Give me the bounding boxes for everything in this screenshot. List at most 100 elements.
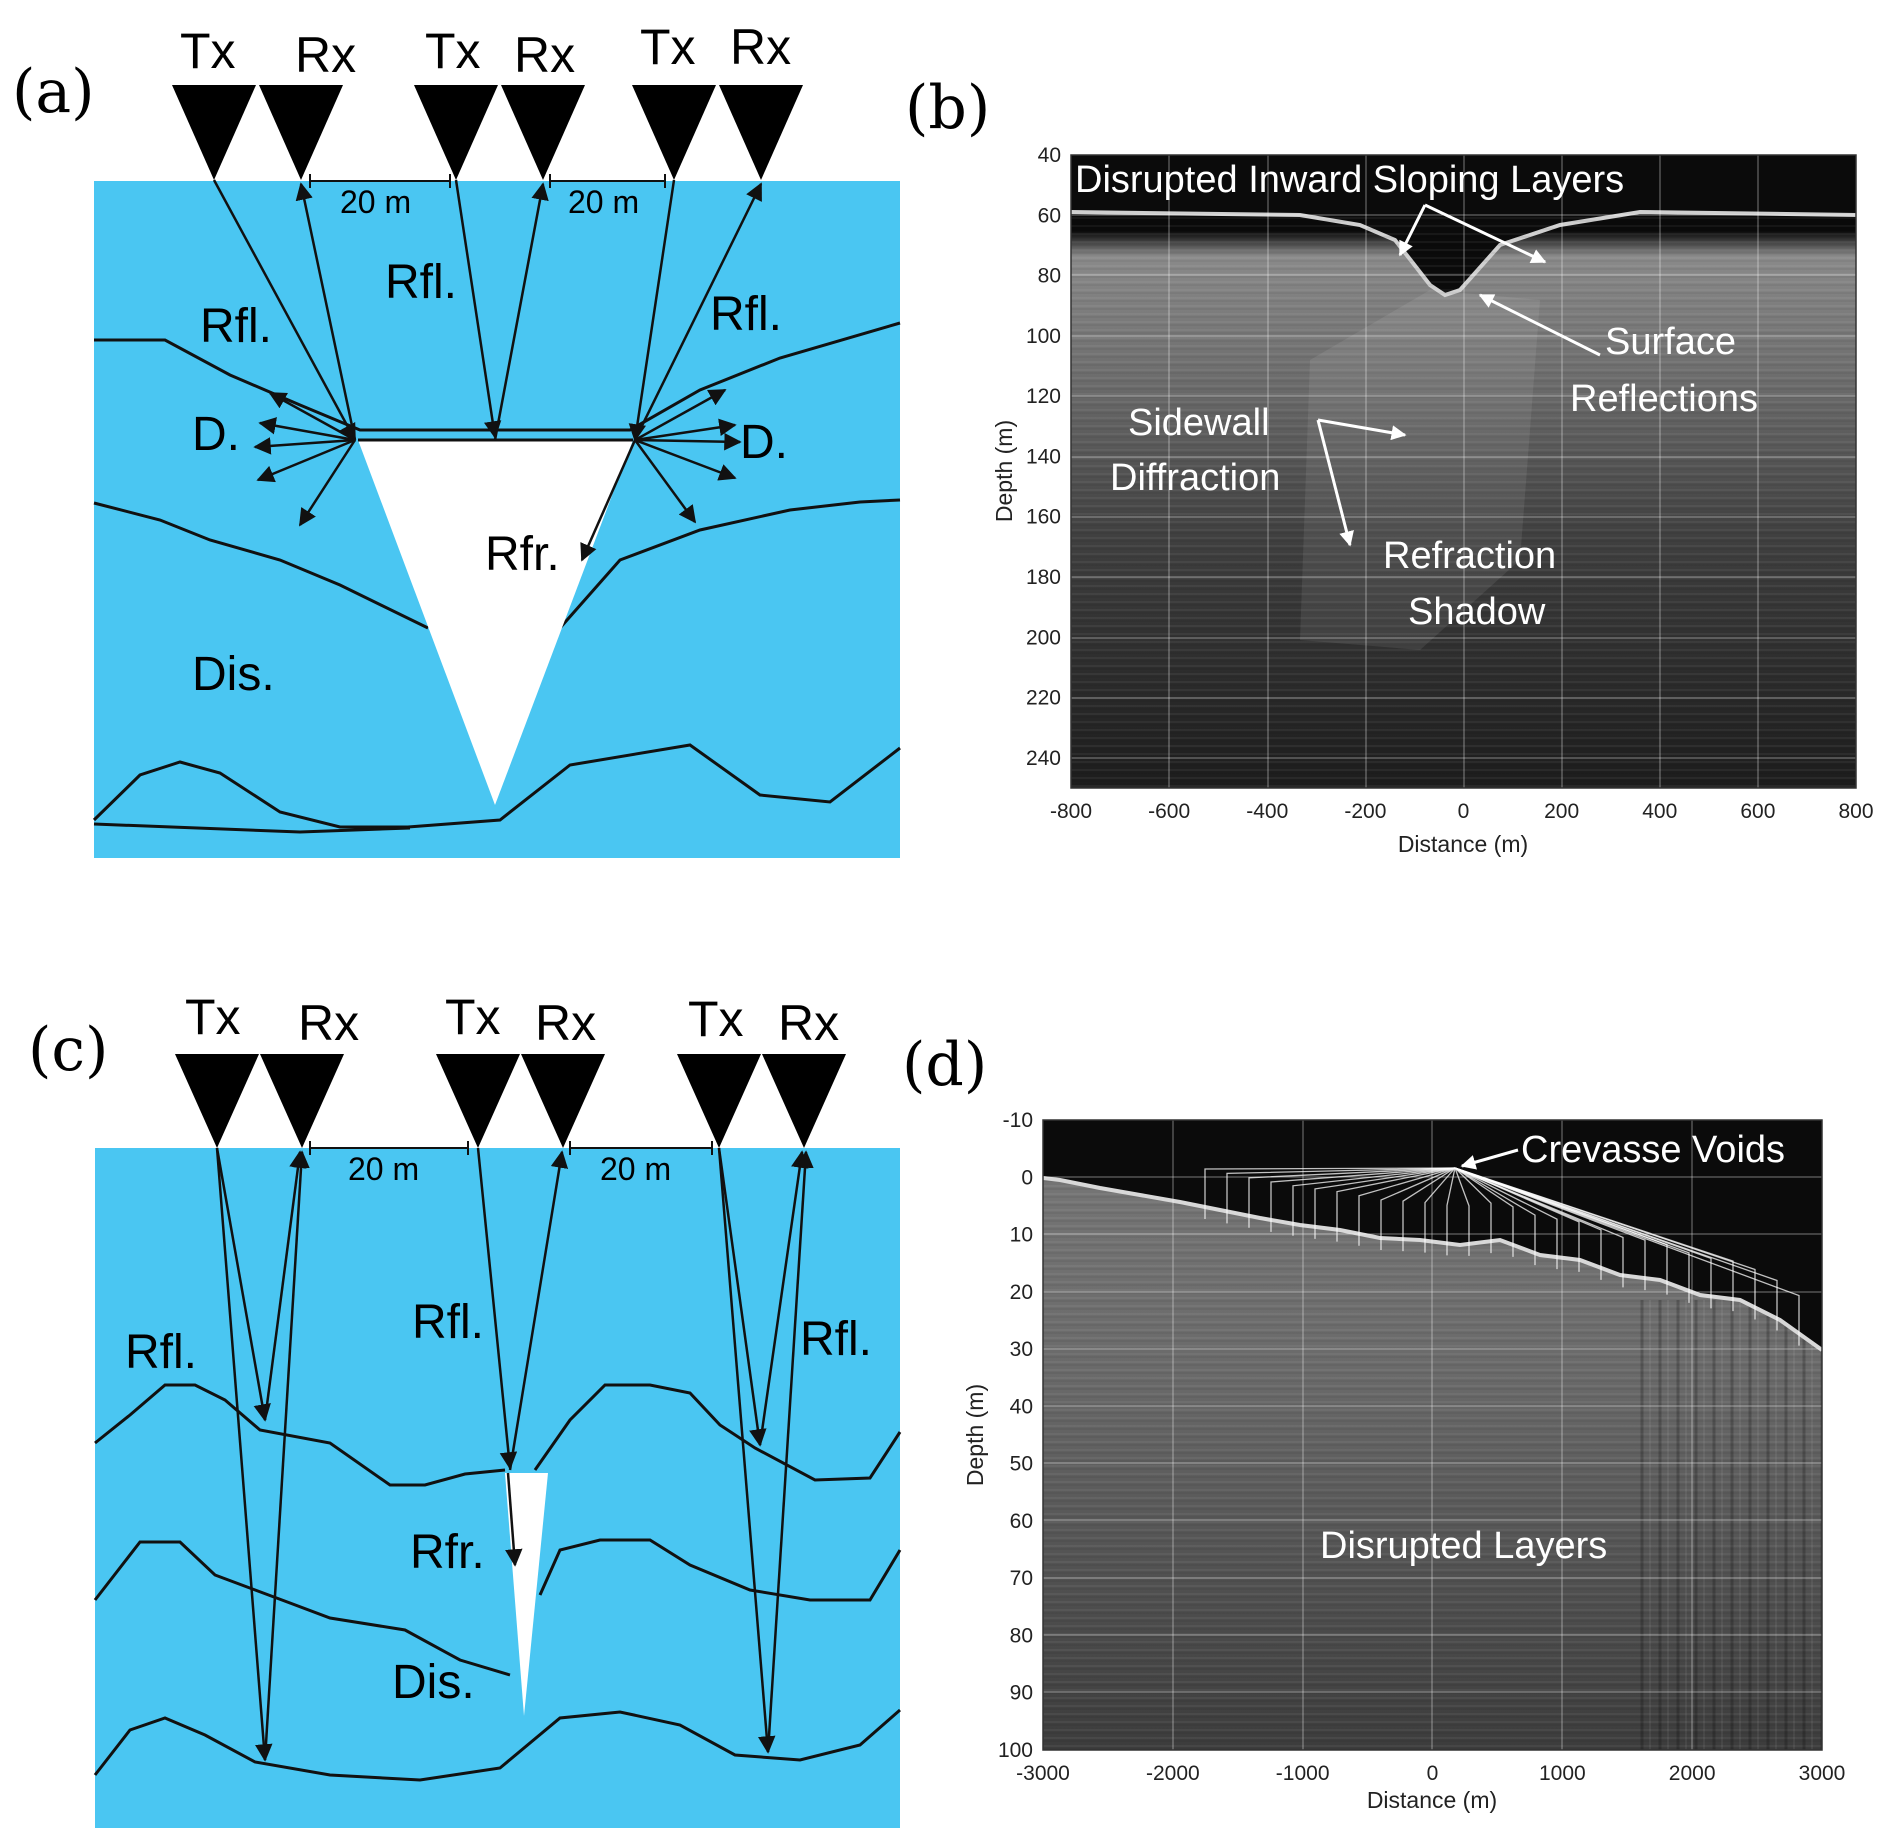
- ray-refracted: [580, 439, 637, 562]
- panel-c-label: (c): [28, 1015, 108, 1085]
- y-tick-label: 60: [1010, 1510, 1033, 1533]
- y-tick-label: 200: [1026, 626, 1061, 649]
- antenna-rx-2: [521, 1054, 605, 1148]
- ray-incident: [215, 1147, 271, 1422]
- annotation-surface: Surface: [1605, 321, 1736, 363]
- antenna-label: Rx: [514, 27, 575, 83]
- antenna-rx-1: [259, 85, 343, 180]
- panel-a: (a) Tx Rx Tx Rx Tx Rx 20 m 20 m: [12, 19, 901, 858]
- ray-reflected: [263, 1150, 310, 1761]
- ray-diffracted: [258, 417, 356, 442]
- void-marker-line: [1292, 1167, 1456, 1236]
- y-tick-label: 180: [1026, 566, 1061, 589]
- antenna-label: Tx: [180, 23, 236, 79]
- void-marker-line: [1204, 1167, 1456, 1219]
- ray-reflected: [766, 1150, 814, 1753]
- ray-incident: [717, 1147, 767, 1447]
- void-marker-line: [1454, 1167, 1756, 1320]
- antenna-label: Tx: [425, 23, 481, 79]
- ray-diffracted: [253, 437, 356, 455]
- ray-reflected: [263, 1150, 307, 1421]
- label-dis: Dis.: [192, 648, 275, 701]
- layer-line-2: [533, 1383, 902, 1482]
- void-marker-line: [1454, 1167, 1558, 1270]
- y-axis-title-b: Depth (m): [991, 420, 1017, 522]
- layering-texture: [1071, 215, 1856, 788]
- plot-frame-b: [1070, 154, 1857, 789]
- x-tick-label: 200: [1544, 800, 1579, 823]
- annotation-refraction: Refraction: [1383, 535, 1556, 577]
- x-tick-label: -1000: [1276, 1762, 1330, 1785]
- antenna-rx-1: [260, 1054, 344, 1148]
- panel-c: (c) Tx Rx Tx Rx Tx Rx 20 m 20 m: [28, 989, 902, 1828]
- y-tick-label: 220: [1026, 687, 1061, 710]
- y-tick-label: 160: [1026, 506, 1061, 529]
- ray-refracted: [505, 1472, 523, 1567]
- annotation-crevasse-voids: Crevasse Voids: [1521, 1129, 1785, 1171]
- x-tick-label: -600: [1148, 800, 1190, 823]
- x-tick-label: 2000: [1669, 1762, 1716, 1785]
- antenna-rx-3: [762, 1054, 846, 1148]
- ray-reflected: [493, 182, 549, 441]
- ray-diffracted: [298, 439, 357, 527]
- label-rfl: Rfl.: [385, 256, 457, 309]
- annotation-arrow: [1316, 419, 1354, 547]
- void-marker-line: [1454, 1167, 1536, 1266]
- y-tick-label: 60: [1038, 204, 1061, 227]
- ray-reflected: [508, 1150, 569, 1471]
- layer-line-4: [538, 1538, 902, 1602]
- antenna-label: Tx: [185, 989, 241, 1045]
- y-tick-label: 140: [1026, 445, 1061, 468]
- x-tick-label: -800: [1050, 800, 1092, 823]
- annotation-arrow: [1398, 204, 1427, 257]
- label-rfr: Rfr.: [410, 1526, 485, 1579]
- antenna-rx-3: [719, 85, 803, 180]
- antenna-tx-2: [414, 85, 498, 180]
- void-marker-line: [1336, 1167, 1456, 1242]
- label-rfl: Rfl.: [800, 1313, 872, 1366]
- void-marker-line: [1248, 1167, 1456, 1228]
- x-tick-label: 1000: [1539, 1762, 1586, 1785]
- y-tick-label: -10: [1003, 1109, 1033, 1132]
- layer-line-2: [93, 501, 429, 630]
- panel-a-label: (a): [12, 57, 95, 127]
- annotation-disrupted-layers: Disrupted Layers: [1320, 1525, 1607, 1567]
- void-marker-line: [1454, 1167, 1470, 1256]
- layer-line-3: [558, 498, 901, 629]
- antenna-tx-1: [175, 1054, 259, 1148]
- antenna-tx-3: [677, 1054, 761, 1148]
- annotation-sidewall: Diffraction: [1110, 457, 1280, 499]
- void-marker-line: [1314, 1167, 1456, 1239]
- spacing-label: 20 m: [568, 184, 639, 220]
- annotation-surface: Reflections: [1570, 378, 1758, 420]
- layer-line-1: [94, 1383, 506, 1487]
- y-tick-label: 120: [1026, 385, 1061, 408]
- void-marker-line: [1358, 1167, 1456, 1246]
- y-tick-label: 80: [1010, 1624, 1033, 1647]
- antenna-tx-2: [436, 1054, 520, 1148]
- x-axis-title-b: Distance (m): [1398, 831, 1528, 857]
- y-tick-label: 40: [1010, 1395, 1033, 1418]
- antenna-label: Rx: [295, 27, 356, 83]
- antenna-label: Rx: [778, 995, 839, 1051]
- antenna-label: Tx: [445, 989, 501, 1045]
- y-tick-label: 20: [1010, 1281, 1033, 1304]
- void-marker-line: [1402, 1167, 1456, 1252]
- void-marker-line: [1270, 1167, 1456, 1232]
- x-tick-label: -200: [1344, 800, 1386, 823]
- layer-line-1: [94, 321, 901, 432]
- label-rfr: Rfr.: [485, 528, 560, 581]
- panel-d-label: (d): [902, 1030, 987, 1100]
- ray-incident: [476, 1147, 518, 1470]
- y-tick-label: 100: [1026, 325, 1061, 348]
- label-rfl: Rfl.: [710, 288, 782, 341]
- annotation-arrow: [1424, 203, 1547, 264]
- annotation-disrupted-layers: Disrupted Inward Sloping Layers: [1075, 159, 1624, 201]
- spacing-label: 20 m: [340, 184, 411, 220]
- y-tick-label: 10: [1010, 1224, 1033, 1247]
- x-tick-label: 400: [1642, 800, 1677, 823]
- label-rfl: Rfl.: [125, 1326, 197, 1379]
- grid-d: [1043, 1120, 1822, 1750]
- annotation-arrow: [1478, 293, 1601, 357]
